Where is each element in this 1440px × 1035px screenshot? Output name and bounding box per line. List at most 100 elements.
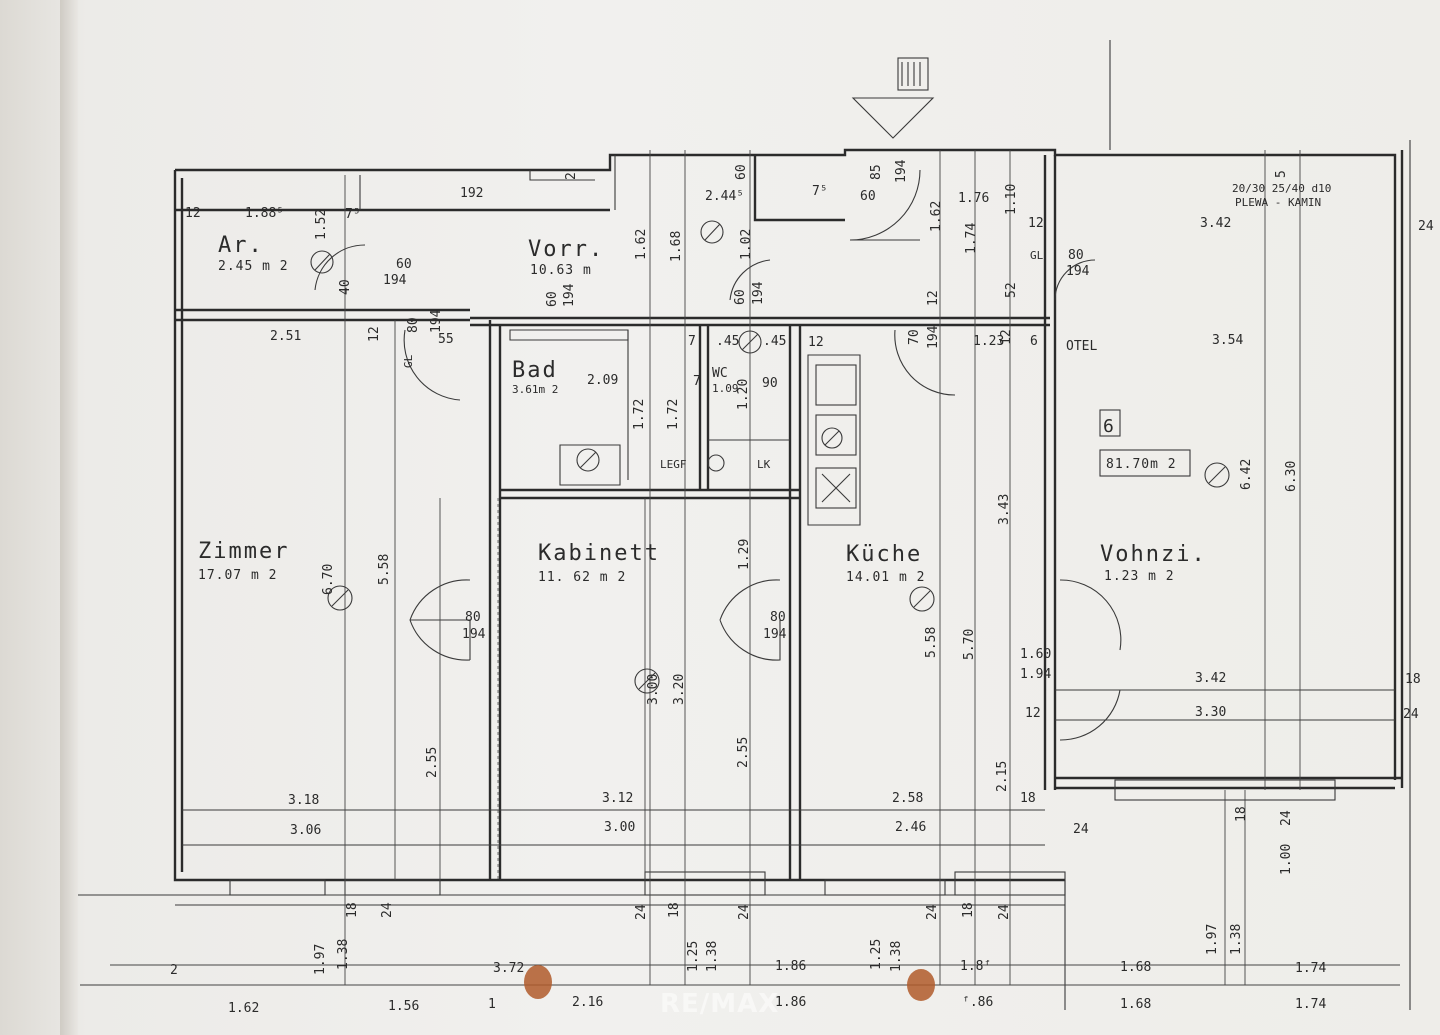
dimension-label: 85: [869, 164, 884, 180]
dimension-label: 1.10: [1004, 184, 1019, 215]
dimension-label: 1.29: [737, 539, 752, 570]
dimension-label: 2.15: [995, 761, 1010, 792]
apartment-total-area: 81.70m 2: [1106, 457, 1177, 472]
dimension-label: 1.62: [929, 201, 944, 232]
doors: [314, 169, 1122, 741]
dimension-label: 80: [406, 317, 421, 333]
legf-label: LEGF: [660, 458, 687, 471]
dimension-label: 12: [926, 290, 941, 306]
room-labels: Ar. 2.45 m 2 Vorr. 10.63 m Bad 3.61m 2 W…: [198, 182, 1331, 585]
dimension-label: 1.52: [314, 209, 329, 240]
dimension-label: 3.18: [288, 793, 319, 808]
dimension-label: 194: [429, 309, 444, 333]
dimension-label: 1.97: [313, 944, 328, 975]
room-kuche-area: 14.01 m 2: [846, 570, 925, 585]
dimension-label: 194: [1066, 264, 1090, 279]
dimension-label: 24: [737, 904, 752, 920]
lk-label: LK: [757, 458, 771, 471]
dimension-label: 3.00: [646, 674, 661, 705]
windows: [229, 779, 1336, 896]
dimension-label: 1.25: [686, 941, 701, 972]
dimension-label: 2: [564, 172, 579, 180]
dimension-label: 2.16: [572, 995, 603, 1010]
dimension-label: 1.88⁵: [245, 206, 284, 221]
room-vorr-name: Vorr.: [528, 237, 604, 262]
dimension-label: 12: [185, 206, 201, 221]
dimension-label: 52: [1004, 282, 1019, 298]
dimension-label: 1.38: [336, 939, 351, 970]
dimension-label: 7⁵: [345, 207, 361, 222]
outer-walls: [78, 40, 1411, 1010]
dimension-label: 194: [763, 627, 787, 642]
dimension-label: 1.38: [705, 941, 720, 972]
dimension-label: 5.58: [377, 554, 392, 585]
dimension-label: 1.02: [739, 229, 754, 260]
dimension-label: 1.97: [1205, 924, 1220, 955]
dimension-label: 2.55: [736, 737, 751, 768]
dimension-label: 7⁵: [812, 184, 828, 199]
dimension-label: 3.42: [1195, 671, 1226, 686]
dimension-label: 194: [926, 325, 941, 349]
dimension-label: 1.94: [1020, 667, 1051, 682]
room-kabinett-name: Kabinett: [538, 541, 660, 566]
dimension-label: 194: [462, 627, 486, 642]
dimension-label: 18: [961, 902, 976, 918]
dimension-label: 24: [634, 904, 649, 920]
dimension-label: 1.20: [736, 379, 751, 410]
dimension-label: 194: [751, 281, 766, 305]
room-bad-name: Bad: [512, 358, 558, 383]
dimension-label: 1.8ᶠ: [960, 959, 991, 974]
dimension-label: 3.54: [1212, 333, 1243, 348]
dimension-label: 3.06: [290, 823, 321, 838]
dimension-label: 1.86: [775, 995, 806, 1010]
dimension-label: 1.74: [1295, 961, 1326, 976]
dimension-label: 24: [1418, 219, 1434, 234]
dimension-label: 3.30: [1195, 705, 1226, 720]
otel-label: OTEL: [1066, 339, 1097, 354]
dimension-label: 1.68: [669, 231, 684, 262]
dimension-label: 55: [438, 332, 454, 347]
dimension-label: 192: [460, 186, 483, 201]
dimension-label: 3.12: [602, 791, 633, 806]
dimension-label: 5: [1274, 170, 1289, 178]
room-kuche-name: Küche: [846, 542, 922, 567]
dimension-label: 80: [1068, 248, 1084, 263]
room-ar-name: Ar.: [218, 233, 264, 258]
total-area-box: [1099, 449, 1191, 477]
dimension-label: 12: [1028, 216, 1044, 231]
dimension-label: .45: [763, 334, 786, 349]
dimension-label: 1.60: [1020, 647, 1051, 662]
dimension-label: 12: [808, 335, 824, 350]
dimension-label: 3.42: [1200, 216, 1231, 231]
ceiling-lights: [310, 220, 1230, 694]
chimney-label: PLEWA - KAMIN: [1235, 196, 1321, 209]
room-ar-area: 2.45 m 2: [218, 259, 289, 274]
dimension-label: 60: [733, 289, 748, 305]
chimney-symbol: [851, 57, 935, 139]
dimension-label: 3.20: [672, 674, 687, 705]
dimension-label: 24: [1279, 810, 1294, 826]
dimension-label: 24: [997, 904, 1012, 920]
room-wc-area: 1.09: [712, 382, 739, 395]
dimension-label: 80: [465, 610, 481, 625]
gl-label-top: GL: [1030, 249, 1044, 262]
dimension-label: 60: [734, 164, 749, 180]
dimension-label: 6.30: [1284, 461, 1299, 492]
dimension-label: 1.00: [1279, 844, 1294, 875]
dimension-label: 194: [894, 159, 909, 183]
dimension-label: 18: [345, 902, 360, 918]
dimension-label: 18: [1234, 806, 1249, 822]
dimension-label: 3.43: [997, 494, 1012, 525]
room-kabinett-area: 11. 62 m 2: [538, 570, 626, 585]
dimension-label: 1.62: [228, 1001, 259, 1016]
dimension-label: 2.09: [587, 373, 618, 388]
apartment-number: 6: [1103, 416, 1116, 437]
dimension-label: 1.72: [666, 399, 681, 430]
dimension-label: 1.56: [388, 999, 419, 1014]
dimension-label: 12: [1025, 706, 1041, 721]
dimension-label: 24: [380, 902, 395, 918]
dimension-label: 6.42: [1239, 459, 1254, 490]
